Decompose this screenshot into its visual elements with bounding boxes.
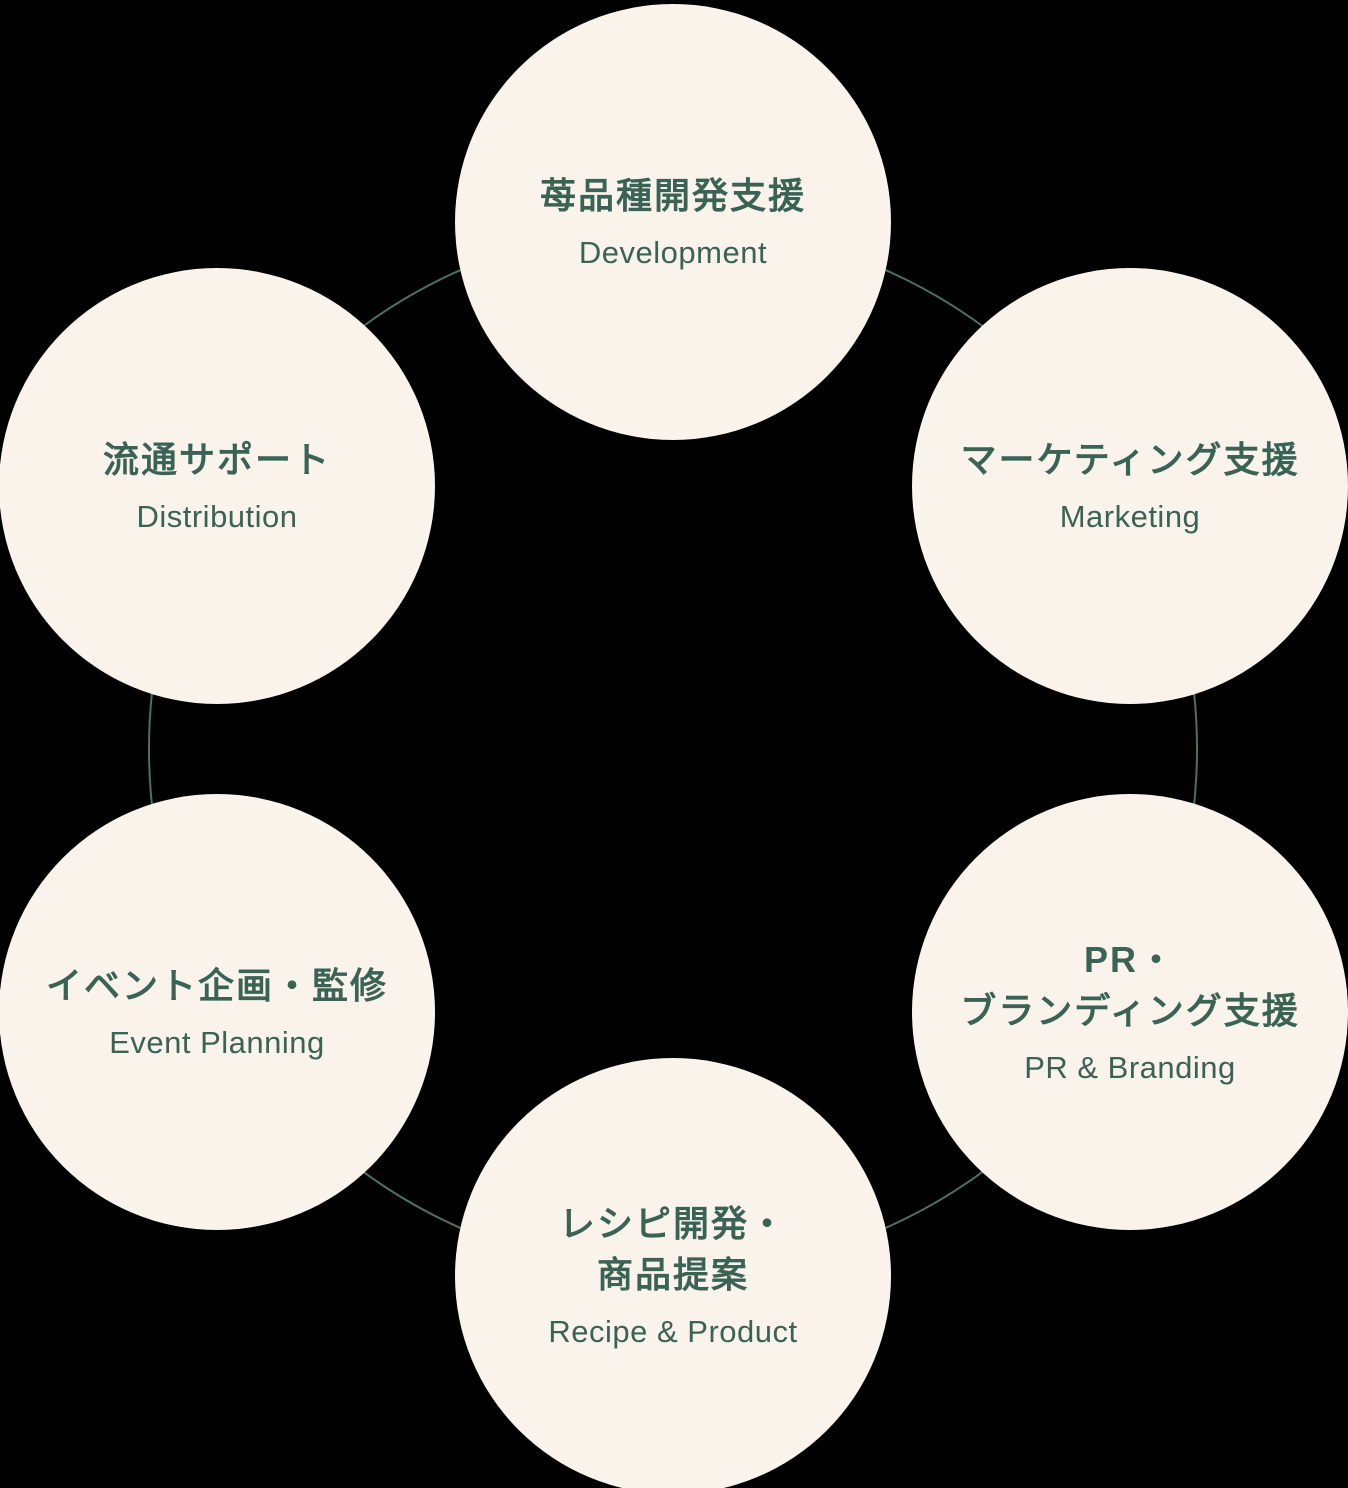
service-title-jp: 流通サポート xyxy=(103,435,331,485)
service-title-jp: PR・ ブランディング支援 xyxy=(960,935,1299,1036)
service-title-jp-line: 流通サポート xyxy=(102,438,331,480)
service-subtitle-en: Recipe & Product xyxy=(548,1314,798,1350)
service-subtitle-en: Development xyxy=(578,235,768,271)
service-subtitle-en: PR & Branding xyxy=(1024,1050,1236,1086)
service-title-jp: 苺品種開発支援 xyxy=(540,171,806,221)
service-title-jp-line: 苺品種開発支援 xyxy=(539,174,806,216)
service-circle-recipe-product: レシピ開発・ 商品提案 Recipe & Product xyxy=(455,1058,891,1488)
service-subtitle-en: Distribution xyxy=(136,499,298,535)
service-subtitle-en: Marketing xyxy=(1059,499,1201,535)
service-title-jp: マーケティング支援 xyxy=(960,435,1299,485)
service-title-jp-line: レシピ開発・ xyxy=(558,1203,787,1245)
service-title-jp: イベント企画・監修 xyxy=(46,961,388,1011)
service-title-jp-line: PR・ xyxy=(1083,939,1176,981)
service-title-jp-line: ブランディング支援 xyxy=(960,989,1300,1031)
service-title-jp-line: イベント企画・監修 xyxy=(45,964,388,1006)
service-circle-marketing: マーケティング支援 Marketing xyxy=(912,268,1348,704)
service-circle-development: 苺品種開発支援 Development xyxy=(455,4,891,440)
service-circle-pr-branding: PR・ ブランディング支援 PR & Branding xyxy=(912,794,1348,1230)
service-subtitle-en: Event Planning xyxy=(109,1025,325,1061)
service-title-jp-line: 商品提案 xyxy=(596,1253,749,1295)
service-title-jp: レシピ開発・ 商品提案 xyxy=(559,1199,787,1300)
service-circle-distribution: 流通サポート Distribution xyxy=(0,268,435,704)
service-title-jp-line: マーケティング支援 xyxy=(960,438,1300,480)
service-circle-event-planning: イベント企画・監修 Event Planning xyxy=(0,794,435,1230)
